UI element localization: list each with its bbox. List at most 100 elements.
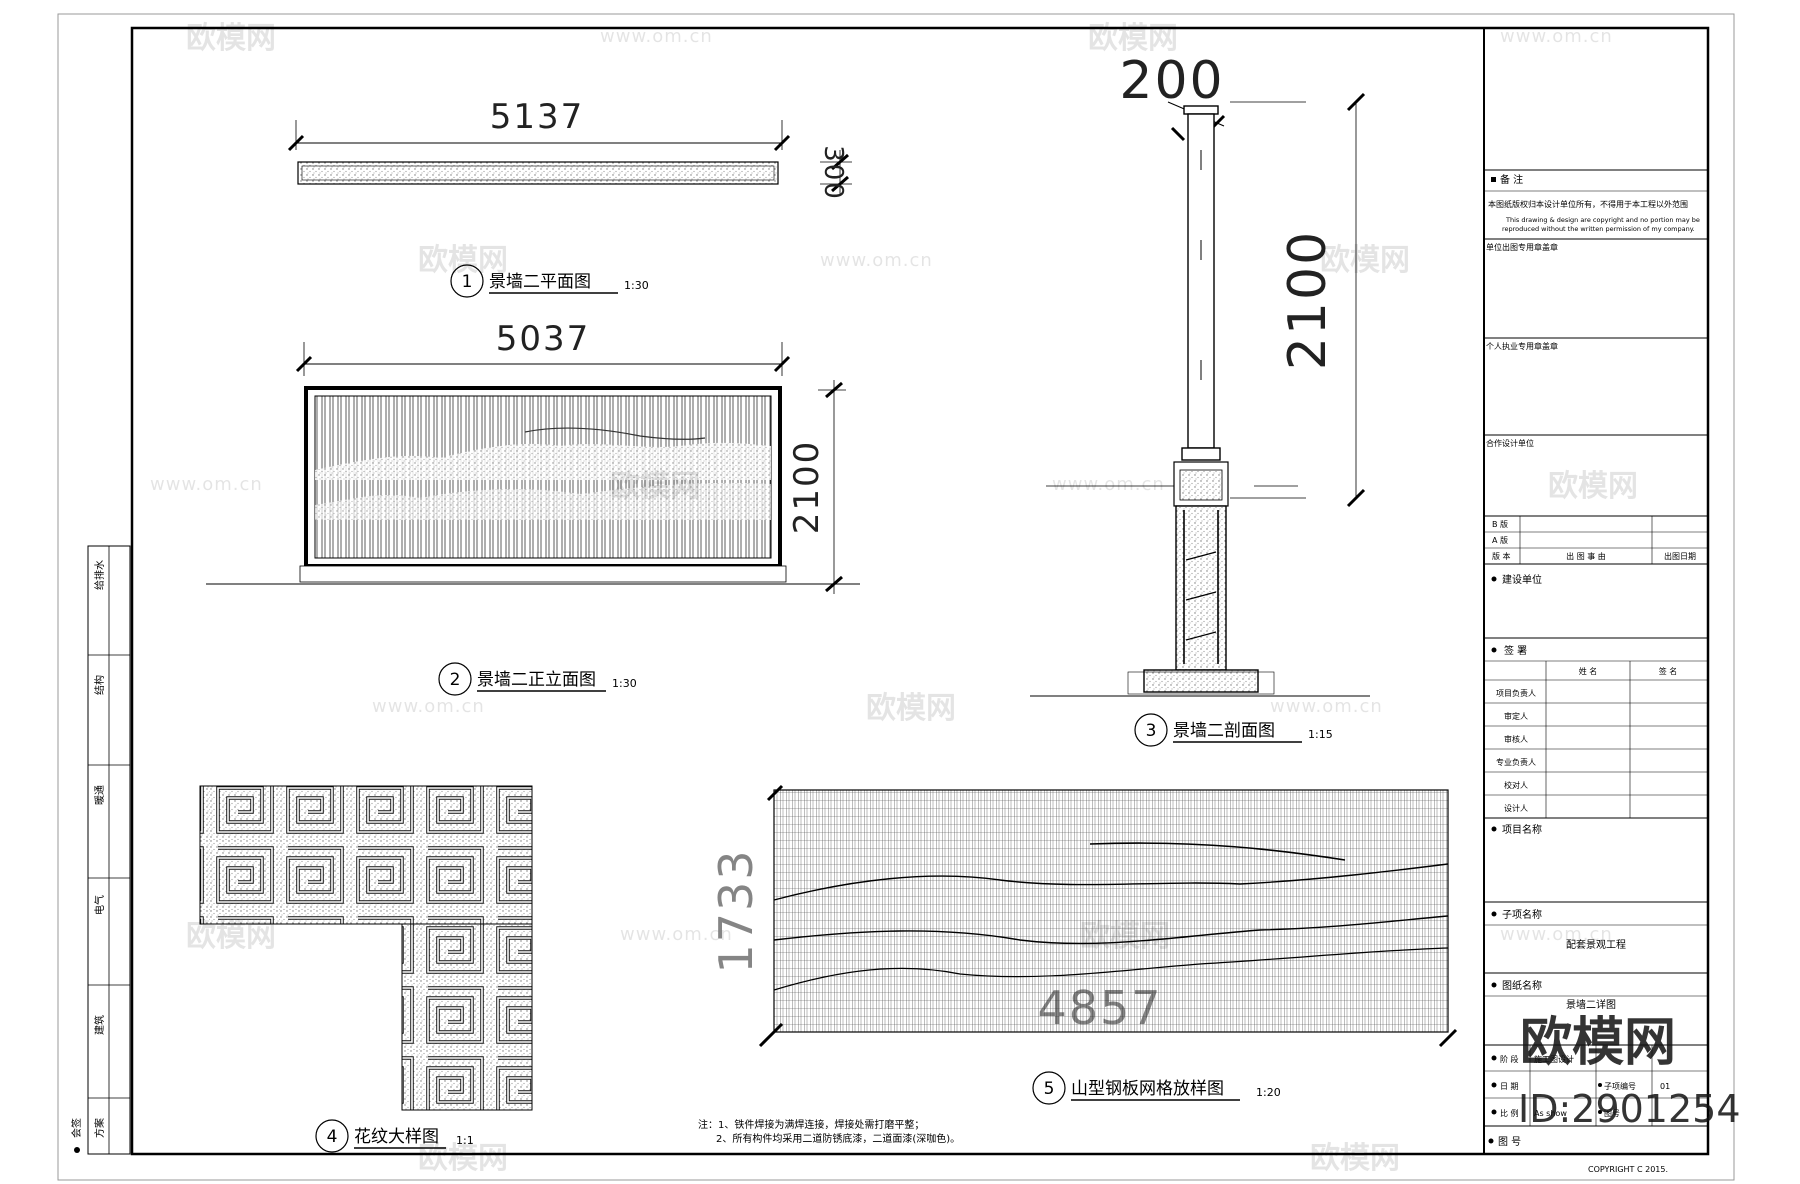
mesh-title: 山型钢板网格放样图 [1071, 1079, 1224, 1099]
sheet-inner-border [130, 26, 1710, 1156]
sheet-no-label: 图 号 [1498, 1136, 1521, 1148]
bullet-icon [1491, 826, 1497, 832]
watermark-brand: 欧模网 [1080, 919, 1170, 954]
pattern-vertical-band [401, 923, 533, 1111]
rev-version-label: 版 本 [1492, 551, 1511, 561]
dim-tick-icon [773, 355, 791, 373]
plan-wall-outline [297, 161, 779, 185]
sub-name-label: 子项名称 [1502, 908, 1542, 921]
drawing-elevation: 5037 2100 2 景墙二正立面图 1:30 [206, 319, 860, 696]
pattern-title: 花纹大样图 [354, 1127, 439, 1147]
strip-bullet-icon [74, 1147, 80, 1153]
elevation-title: 景墙二正立面图 [477, 670, 596, 690]
corner-brand-logo: 欧模网 [1520, 1013, 1676, 1073]
role-approver: 审定人 [1504, 711, 1528, 721]
pattern-scale: 1:1 [456, 1134, 474, 1147]
unit-stamp-label: 单位出图专用章盖章 [1486, 242, 1558, 252]
dim-tick-icon [295, 355, 313, 373]
strip-label-countersign: 会签 [70, 1118, 83, 1138]
date-label: 日 期 [1500, 1082, 1519, 1091]
strip-label-hvac: 暖通 [93, 785, 106, 805]
watermark-brand: 欧模网 [186, 919, 276, 954]
plan-number: 1 [462, 272, 473, 292]
dim-tick-icon [1170, 126, 1186, 142]
watermark-layer: 欧模网 www.om.cn 欧模网 www.om.cn 欧模网 www.om.c… [150, 21, 1638, 1176]
remarks-en-2: reproduced without the written permissio… [1502, 225, 1695, 233]
dim-tick-icon [825, 381, 843, 399]
elevation-dim-height: 2100 [787, 440, 827, 535]
watermark-url: www.om.cn [600, 26, 713, 47]
watermark-brand: 欧模网 [1310, 1141, 1400, 1176]
mesh-number-bubble [1032, 1071, 1066, 1105]
drawing-name-value: 景墙二详图 [1566, 998, 1616, 1011]
plan-dim-length: 5137 [490, 97, 585, 137]
watermark-url: www.om.cn [1052, 474, 1165, 495]
rev-reason-label: 出 图 事 由 [1566, 551, 1606, 561]
plan-number-bubble [450, 264, 484, 298]
watermark-brand: 欧模网 [418, 1141, 508, 1176]
scale-value: As show [1534, 1109, 1567, 1118]
remarks-bullet-icon [1491, 177, 1496, 182]
scale-label: 比 例 [1500, 1108, 1519, 1118]
sign-head: 签 署 [1504, 644, 1527, 657]
watermark-brand: 欧模网 [1320, 243, 1410, 278]
bullet-icon [1488, 1138, 1494, 1144]
col-name-label: 姓 名 [1579, 666, 1598, 676]
corner-id-label: ID:2901254 [1518, 1087, 1741, 1131]
sub-no-label: 子项编号 [1604, 1081, 1636, 1091]
remarks-head: 备 注 [1500, 173, 1523, 186]
role-reviewer: 审核人 [1504, 734, 1528, 744]
bullet-icon [1491, 576, 1497, 582]
watermark-url: www.om.cn [150, 474, 263, 495]
plan-title: 景墙二平面图 [489, 272, 591, 292]
project-name-label: 项目名称 [1502, 823, 1542, 836]
section-number-bubble [1134, 713, 1168, 747]
plan-scale: 1:30 [624, 279, 649, 292]
bullet-icon [1491, 1109, 1497, 1115]
section-scale: 1:15 [1308, 728, 1333, 741]
note-line-1: 注：1、铁件焊接为满焊连接，焊接处需打磨平整； [698, 1118, 924, 1131]
dim-tick-icon [1346, 488, 1366, 508]
partner-label: 合作设计单位 [1486, 438, 1534, 448]
drawing-code-label: 图号 [1604, 1109, 1620, 1118]
bullet-icon [1491, 1055, 1497, 1061]
mesh-number: 5 [1044, 1079, 1055, 1099]
bullet-icon [1491, 911, 1497, 917]
dim-tick-icon [773, 134, 791, 152]
col-sign-label: 签 名 [1659, 666, 1678, 676]
strip-label-architecture: 建筑 [93, 1015, 106, 1035]
mesh-dim-length: 4857 [1037, 981, 1162, 1035]
dim-tick-icon [831, 153, 849, 171]
bullet-icon [1598, 1110, 1602, 1114]
elevation-number: 2 [450, 670, 461, 690]
mesh-dim-height: 1733 [709, 848, 763, 973]
title-block: 备 注 本图纸版权归本设计单位所有，不得用于本工程以外范围 This drawi… [1483, 28, 1708, 1174]
section-number: 3 [1146, 721, 1157, 741]
watermark-url: www.om.cn [1270, 696, 1383, 717]
remarks-cn: 本图纸版权归本设计单位所有，不得用于本工程以外范围 [1488, 199, 1688, 209]
watermark-brand: 欧模网 [866, 691, 956, 726]
rev-b-label: B 版 [1492, 519, 1508, 529]
client-label: 建设单位 [1502, 573, 1542, 586]
dim-tick-icon [287, 134, 305, 152]
section-dim-height: 2100 [1278, 230, 1338, 370]
dim-tick-icon [1438, 1028, 1458, 1048]
pattern-number: 4 [327, 1127, 338, 1147]
watermark-url: www.om.cn [1500, 26, 1613, 47]
watermark-brand: 欧模网 [418, 243, 508, 278]
watermark-brand: 欧模网 [186, 21, 276, 56]
strip-label-scheme: 方案 [93, 1118, 106, 1138]
elevation-number-bubble [438, 662, 472, 696]
drawing-pattern: 4 花纹大样图 1:1 [199, 785, 533, 1153]
watermark-brand: 欧模网 [1088, 21, 1178, 56]
plan-dim-depth: 300 [818, 145, 848, 201]
sheet-outer-border [57, 13, 1735, 1181]
drawing-section: 200 2100 3 景墙二剖面图 1:15 [1030, 51, 1370, 747]
strip-label-structure: 结构 [93, 675, 106, 695]
dim-tick-icon [1346, 92, 1366, 112]
section-title: 景墙二剖面图 [1173, 721, 1275, 741]
watermark-url: www.om.cn [372, 696, 485, 717]
pattern-number-bubble [315, 1119, 349, 1153]
role-designer: 设计人 [1504, 803, 1528, 813]
section-base-slab [1143, 669, 1259, 693]
